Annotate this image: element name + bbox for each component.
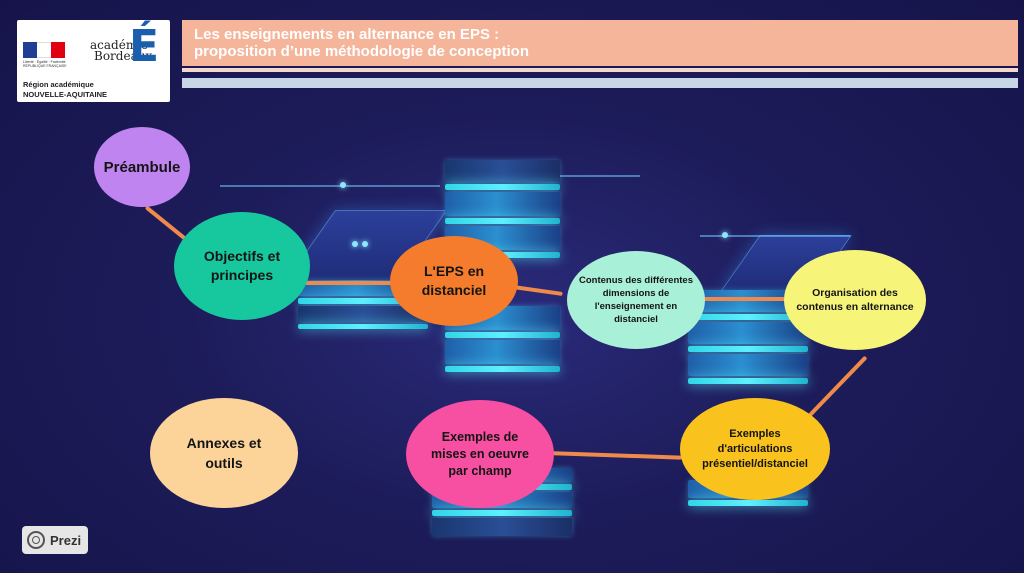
node-exemples-articulations[interactable]: Exemples d'articulations présentiel/dist…: [680, 398, 830, 500]
node-contenus-dimensions[interactable]: Contenus des différentes dimensions de l…: [567, 251, 705, 349]
node-annexes-label: Annexes et outils: [186, 435, 262, 471]
region-label: Région académique NOUVELLE-AQUITAINE: [23, 80, 108, 99]
node-objectifs-label: Objectifs et principes: [203, 248, 281, 283]
node-organisation-contenus[interactable]: Organisation des contenus en alternance: [784, 250, 926, 350]
prezi-button[interactable]: Prezi: [22, 526, 88, 554]
title-banner: Les enseignements en alternance en EPS :…: [182, 20, 1018, 66]
node-preambule[interactable]: Préambule: [94, 127, 190, 207]
prezi-label: Prezi: [50, 532, 82, 548]
node-contenus-label: Contenus des différentes dimensions de l…: [578, 275, 694, 325]
prezi-logo-icon: [27, 531, 45, 549]
node-exemples-mises-en-oeuvre[interactable]: Exemples de mises en oeuvre par champ: [406, 400, 554, 508]
french-flag-icon: [23, 42, 65, 58]
academie-e-emblem: É: [129, 21, 160, 72]
title-divider-band: [182, 78, 1018, 88]
node-organisation-label: Organisation des contenus en alternance: [796, 287, 914, 313]
node-objectifs-principes[interactable]: Objectifs et principes: [174, 212, 310, 320]
node-annexes-outils[interactable]: Annexes et outils: [150, 398, 298, 508]
academie-logo: Liberté · Égalité · Fraternité RÉPUBLIQU…: [17, 20, 170, 102]
node-eps-distanciel[interactable]: L'EPS en distanciel: [390, 236, 518, 326]
page-title: Les enseignements en alternance en EPS :…: [194, 26, 529, 60]
node-preambule-label: Préambule: [103, 158, 181, 176]
node-exemples-mises-label: Exemples de mises en oeuvre par champ: [431, 429, 529, 478]
republique-text: Liberté · Égalité · Fraternité RÉPUBLIQU…: [23, 60, 67, 68]
academie-name: académie Bordeaux: [90, 38, 153, 63]
node-eps-label: L'EPS en distanciel: [421, 263, 487, 298]
title-divider: [182, 68, 1018, 72]
node-exemples-art-label: Exemples d'articulations présentiel/dist…: [702, 427, 808, 470]
